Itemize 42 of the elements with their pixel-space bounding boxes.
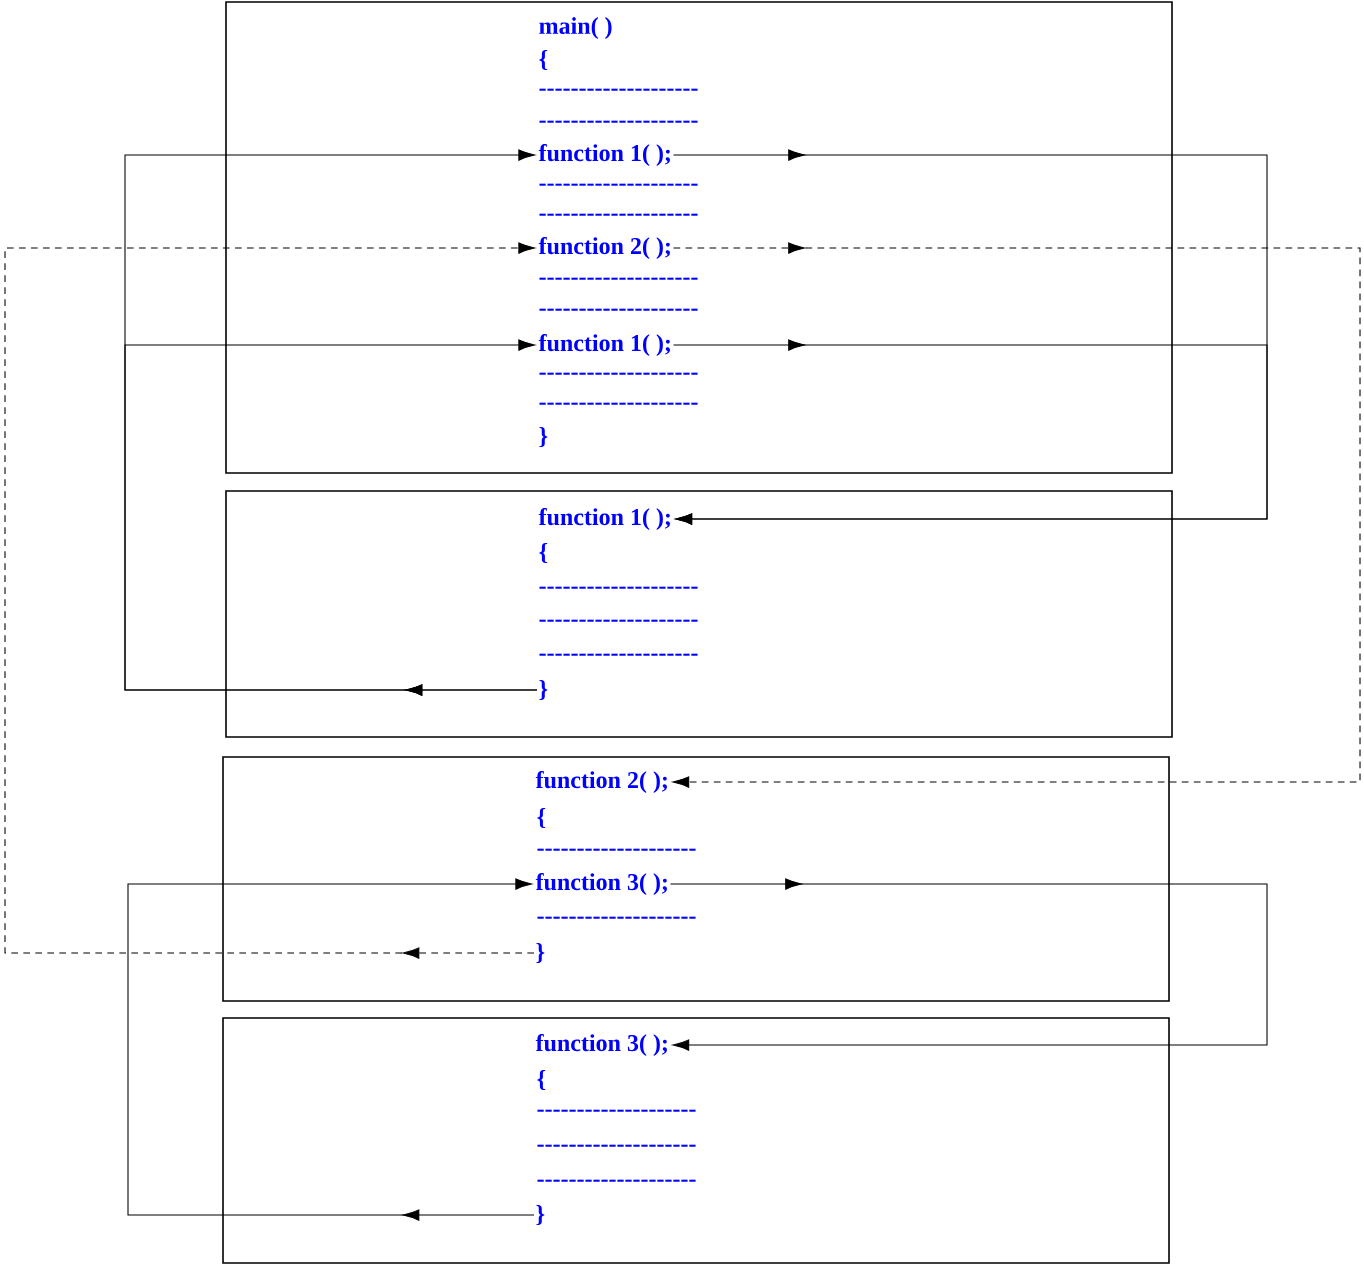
code-line: --------------------: [537, 848, 696, 851]
code-line: }: [539, 427, 548, 447]
code-line: main( ): [539, 17, 612, 39]
code-line: function 1( );: [538, 334, 670, 356]
code-line: }: [536, 943, 545, 963]
code-line: --------------------: [537, 1144, 696, 1147]
code-box: [222, 756, 1170, 1002]
code-line: {: [539, 50, 548, 70]
arrow: [670, 878, 1268, 1051]
code-line: --------------------: [539, 402, 698, 405]
code-line: --------------------: [539, 619, 698, 622]
code-line: --------------------: [539, 586, 698, 589]
code-line: function 2( );: [538, 237, 670, 259]
code-line: --------------------: [537, 916, 696, 919]
code-line: --------------------: [537, 1109, 696, 1112]
code-line: function 3( );: [535, 873, 667, 895]
code-line: --------------------: [539, 277, 698, 280]
arrow: [673, 339, 1268, 525]
code-line: --------------------: [539, 308, 698, 311]
code-line: }: [536, 1205, 545, 1225]
code-line: --------------------: [539, 120, 698, 123]
code-line: --------------------: [537, 1179, 696, 1182]
arrow: [127, 878, 535, 1221]
code-box: [222, 1017, 1170, 1264]
code-line: {: [537, 1070, 546, 1090]
code-line: --------------------: [539, 372, 698, 375]
arrow: [672, 242, 1361, 788]
code-line: {: [537, 808, 546, 828]
code-line: function 1( );: [538, 144, 670, 166]
code-line: --------------------: [539, 213, 698, 216]
code-line: --------------------: [539, 653, 698, 656]
code-line: function 1( );: [538, 508, 670, 530]
code-line: --------------------: [539, 88, 698, 91]
code-line: {: [539, 543, 548, 563]
arrow: [124, 339, 538, 696]
code-line: function 2( );: [535, 771, 667, 793]
code-box: [225, 1, 1173, 474]
code-line: }: [539, 680, 548, 700]
arrow: [4, 242, 535, 959]
code-line: --------------------: [539, 183, 698, 186]
code-box: [225, 490, 1173, 738]
code-line: function 3( );: [535, 1034, 667, 1056]
